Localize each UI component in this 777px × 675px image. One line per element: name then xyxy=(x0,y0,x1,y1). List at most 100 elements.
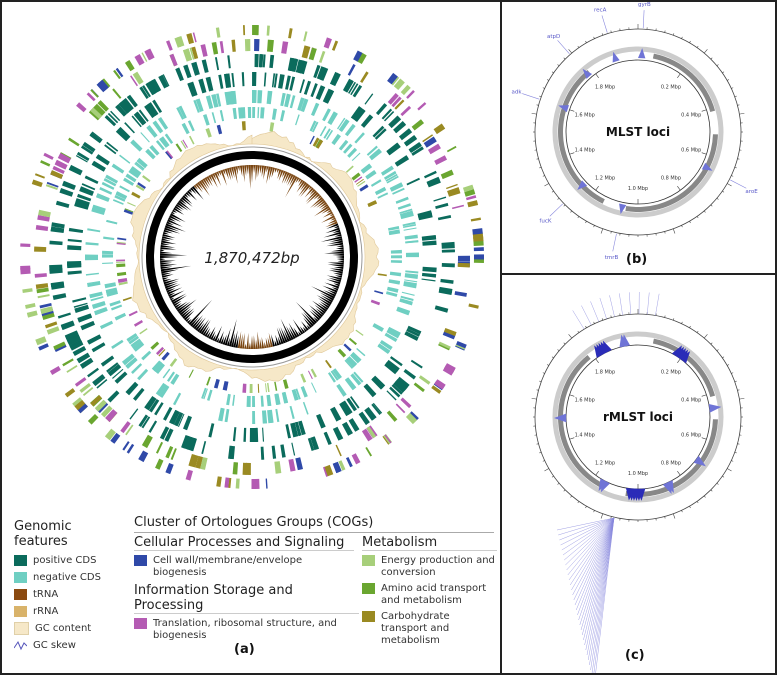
feature-block xyxy=(206,389,213,401)
feature-block xyxy=(473,236,484,242)
feature-block xyxy=(386,142,401,155)
feature-block xyxy=(266,25,270,36)
feature-block xyxy=(393,381,406,393)
feature-block xyxy=(124,60,135,72)
ruler-tick xyxy=(568,49,573,54)
info-cog-item: Translation, ribosomal structure, and bi… xyxy=(134,618,359,642)
gene-label: tmrB xyxy=(605,255,619,261)
feature-block xyxy=(339,119,349,132)
feature-block xyxy=(398,128,413,141)
gene-leader xyxy=(557,40,570,55)
gene-marker xyxy=(701,162,713,171)
ruler-tick xyxy=(577,216,580,219)
ruler-tick xyxy=(734,95,737,98)
gc-skew-spike xyxy=(331,249,344,252)
contig-ring xyxy=(146,151,358,363)
gc-skew-spike xyxy=(286,325,294,340)
feature-block xyxy=(307,437,315,452)
feature-block xyxy=(281,41,289,54)
gc-skew-spike xyxy=(182,195,193,205)
feature-block xyxy=(211,94,219,108)
feature-block xyxy=(90,296,104,302)
feature-block xyxy=(417,210,433,218)
feature-block xyxy=(121,353,135,366)
feature-block xyxy=(191,46,199,60)
ruler-tick xyxy=(536,389,539,391)
feature-block xyxy=(85,272,99,276)
feature-block xyxy=(180,140,187,149)
feature-block xyxy=(206,376,211,386)
feature-block xyxy=(418,375,431,385)
gc-skew-spike xyxy=(172,209,178,213)
feature-block xyxy=(195,455,204,469)
feature-block xyxy=(92,374,106,387)
gene-leader xyxy=(572,310,585,330)
feature-block xyxy=(356,52,367,65)
gene-leader xyxy=(568,517,615,581)
gc-skew-spike xyxy=(231,166,235,179)
feature-block xyxy=(242,462,247,475)
gc-skew-spike xyxy=(278,327,286,344)
feature-block xyxy=(357,180,366,187)
gc-skew-spike xyxy=(312,300,328,312)
feature-block xyxy=(310,436,319,451)
feature-block xyxy=(67,261,82,266)
feature-block xyxy=(187,437,196,451)
feature-block xyxy=(136,157,148,168)
feature-block xyxy=(438,288,453,296)
feature-block xyxy=(254,54,259,68)
feature-block xyxy=(187,120,195,132)
feature-block xyxy=(25,303,36,309)
feature-block xyxy=(274,461,279,474)
feature-block xyxy=(473,258,484,264)
feature-block xyxy=(403,281,417,288)
feature-block xyxy=(319,126,327,137)
ruler-tick xyxy=(696,216,699,219)
feature-block xyxy=(59,188,74,197)
feature-block xyxy=(410,359,423,369)
feature-block xyxy=(74,304,90,314)
feature-block xyxy=(125,173,137,183)
gene-leader xyxy=(588,517,615,661)
feature-block xyxy=(165,446,174,459)
gc-skew-spike xyxy=(246,165,249,175)
gc-skew-spike xyxy=(164,280,179,287)
feature-block xyxy=(431,385,442,394)
feature-block xyxy=(138,414,149,427)
feature-block xyxy=(31,179,43,188)
ruler-tick xyxy=(544,183,549,187)
feature-block xyxy=(332,368,342,380)
gene-leader xyxy=(522,93,540,100)
scale-tick xyxy=(595,73,599,78)
gene-leader xyxy=(573,517,615,601)
feature-block xyxy=(218,407,225,422)
gc-skew-spike xyxy=(212,173,217,181)
gc-skew-spike xyxy=(172,295,187,305)
gc-skew-spike xyxy=(226,337,231,347)
ruler-tick xyxy=(551,475,554,478)
feature-block xyxy=(311,102,320,117)
feature-block xyxy=(374,128,387,140)
gc-skew-spike xyxy=(259,165,262,174)
ruler-tick xyxy=(664,231,666,234)
gc-skew-spike xyxy=(228,318,237,347)
feature-block xyxy=(176,107,185,120)
feature-block xyxy=(368,201,378,207)
gene-label: gyrB xyxy=(638,2,651,8)
gc-skew-spike xyxy=(285,176,298,198)
feature-block xyxy=(372,402,383,414)
feature-block xyxy=(284,93,289,107)
gc-skew-spike xyxy=(198,319,210,334)
feature-block xyxy=(434,379,446,390)
feature-block xyxy=(76,151,90,161)
feature-block xyxy=(403,284,417,289)
feature-block xyxy=(290,422,299,438)
feature-block xyxy=(413,382,425,393)
feature-block xyxy=(329,71,338,85)
feature-block xyxy=(330,370,339,381)
feature-block xyxy=(111,339,124,350)
feature-block xyxy=(62,358,74,367)
feature-block xyxy=(139,86,149,99)
